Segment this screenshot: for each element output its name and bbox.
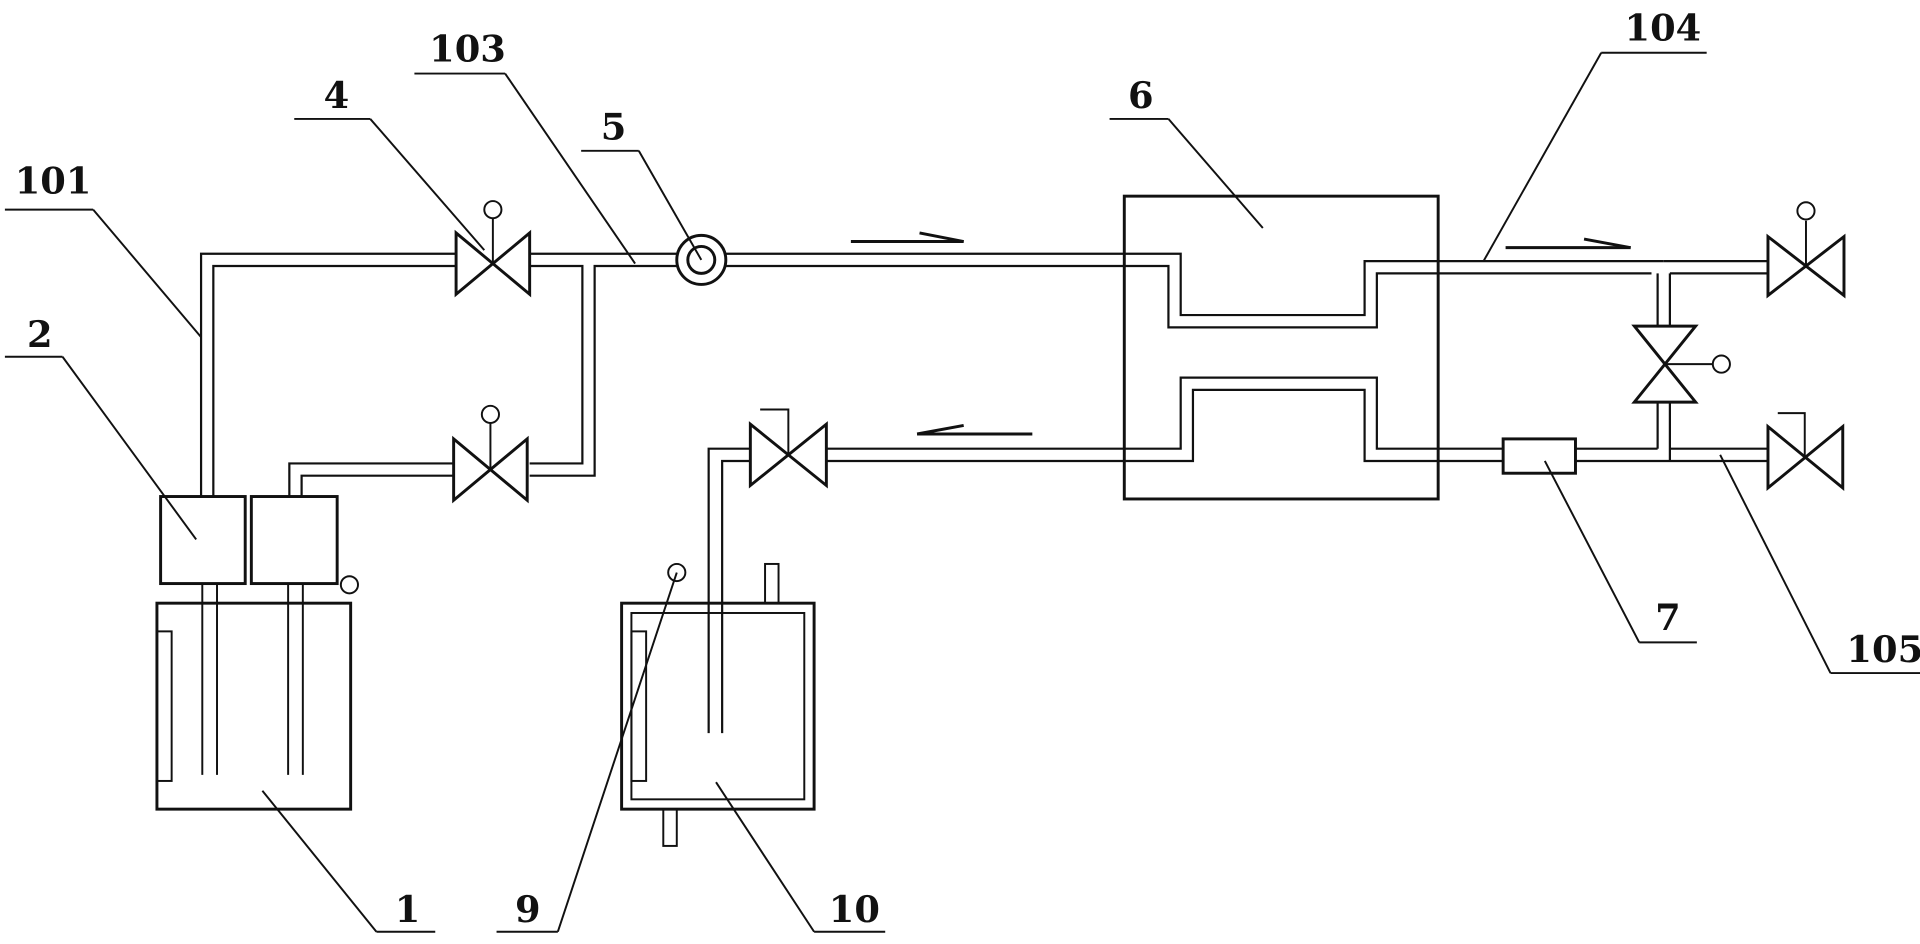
pipe-into-tank-10	[707, 447, 751, 734]
label-2: 2	[27, 312, 53, 356]
label-103: 103	[429, 26, 506, 70]
pipe-105	[1575, 447, 1768, 463]
valve-lower-icon	[452, 404, 529, 504]
pipe-103	[529, 252, 677, 477]
pipe-101	[199, 252, 457, 497]
label-104: 104	[1625, 5, 1702, 49]
flow-arrow-left	[916, 423, 1033, 436]
pipe-to-exchanger	[725, 252, 1664, 329]
tank-10	[620, 562, 816, 847]
label-4: 4	[324, 73, 350, 117]
pipe-return	[826, 376, 1504, 463]
label-9: 9	[515, 887, 541, 931]
label-1: 1	[395, 887, 421, 931]
valve-vertical-icon	[1631, 324, 1731, 404]
exchanger-6	[1122, 194, 1440, 501]
sensor-gauge-icon	[339, 575, 359, 595]
flow-arrow-right-2	[1505, 237, 1631, 250]
tank-1	[155, 583, 353, 811]
pipe-vertical-bypass	[1656, 273, 1671, 461]
valve-bottom-right-icon	[1766, 412, 1845, 492]
pipe-branch	[288, 462, 454, 497]
label-101: 101	[15, 159, 92, 203]
unit-2	[159, 495, 359, 595]
sensor-9-icon	[667, 562, 687, 583]
label-7: 7	[1655, 595, 1681, 639]
flow-arrow-right-1	[850, 231, 964, 243]
pipe-104-outlet	[1663, 260, 1768, 275]
valve-manual-icon	[748, 408, 828, 489]
leader-lines	[4, 51, 1920, 933]
valve-4-icon	[454, 200, 532, 298]
label-105: 105	[1846, 627, 1920, 671]
valve-top-right-icon	[1766, 201, 1846, 299]
meter-7	[1501, 437, 1577, 475]
label-6: 6	[1128, 73, 1154, 117]
label-10: 10	[829, 887, 880, 931]
pump-5-icon	[675, 233, 728, 286]
label-5: 5	[601, 105, 627, 149]
